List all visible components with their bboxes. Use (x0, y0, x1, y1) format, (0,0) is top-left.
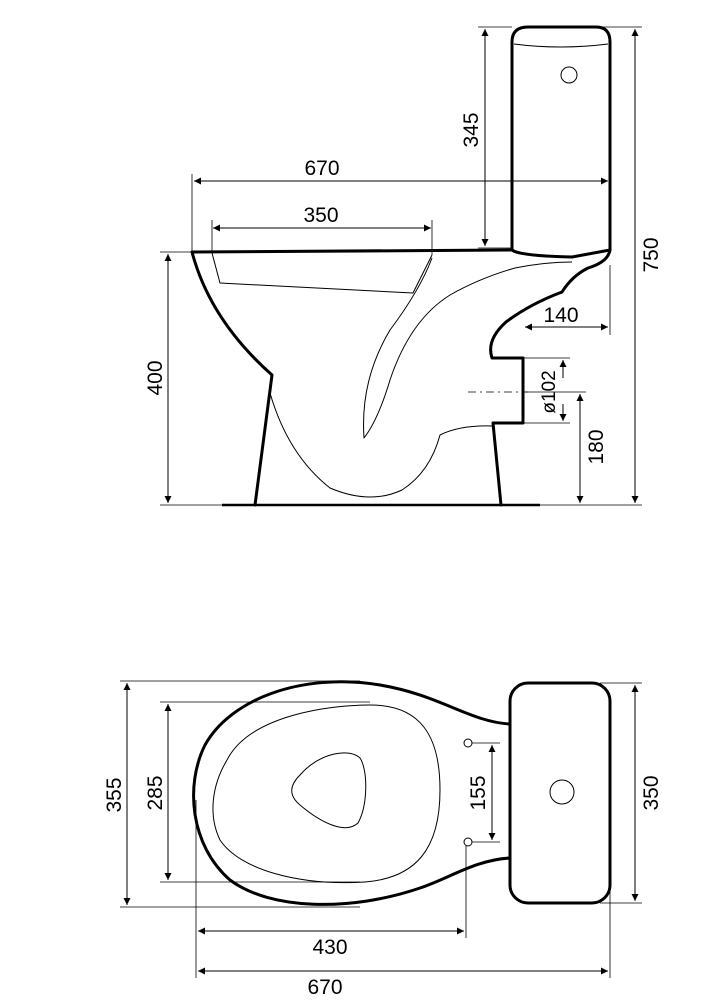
top-bowl-opening (291, 752, 367, 829)
label-side-750: 750 (640, 237, 663, 272)
top-bowl-outline (192, 680, 512, 906)
label-side-400: 400 (144, 360, 167, 395)
label-side-670: 670 (304, 157, 339, 180)
label-top-285: 285 (144, 775, 167, 810)
bolt-hole-top-icon (463, 738, 473, 748)
label-top-350: 350 (640, 775, 663, 810)
side-tank-lid-line (513, 43, 609, 48)
label-side-140: 140 (543, 304, 578, 327)
label-side-345: 345 (460, 112, 483, 147)
label-side-102: ø102 (539, 370, 560, 413)
top-seat-ring (212, 704, 441, 884)
side-seat-rim (211, 252, 433, 294)
label-top-155: 155 (467, 775, 490, 810)
label-top-355: 355 (103, 777, 126, 812)
side-bowl-outline (190, 248, 612, 507)
label-side-180: 180 (585, 429, 608, 464)
side-trap-channel (363, 257, 573, 439)
side-trap-outer (269, 392, 493, 498)
label-top-670: 670 (307, 976, 342, 999)
top-tank-outline (508, 681, 612, 905)
bolt-hole-bottom-icon (463, 837, 473, 847)
side-tank-outline (510, 25, 612, 252)
top-view: 355 285 155 350 430 670 (103, 680, 663, 999)
side-view: 670 350 345 750 400 140 ø102 180 (144, 25, 663, 507)
top-tank-button-icon (549, 779, 575, 805)
label-top-430: 430 (312, 936, 347, 959)
label-side-350: 350 (303, 204, 338, 227)
side-tank-button-icon (560, 66, 578, 84)
